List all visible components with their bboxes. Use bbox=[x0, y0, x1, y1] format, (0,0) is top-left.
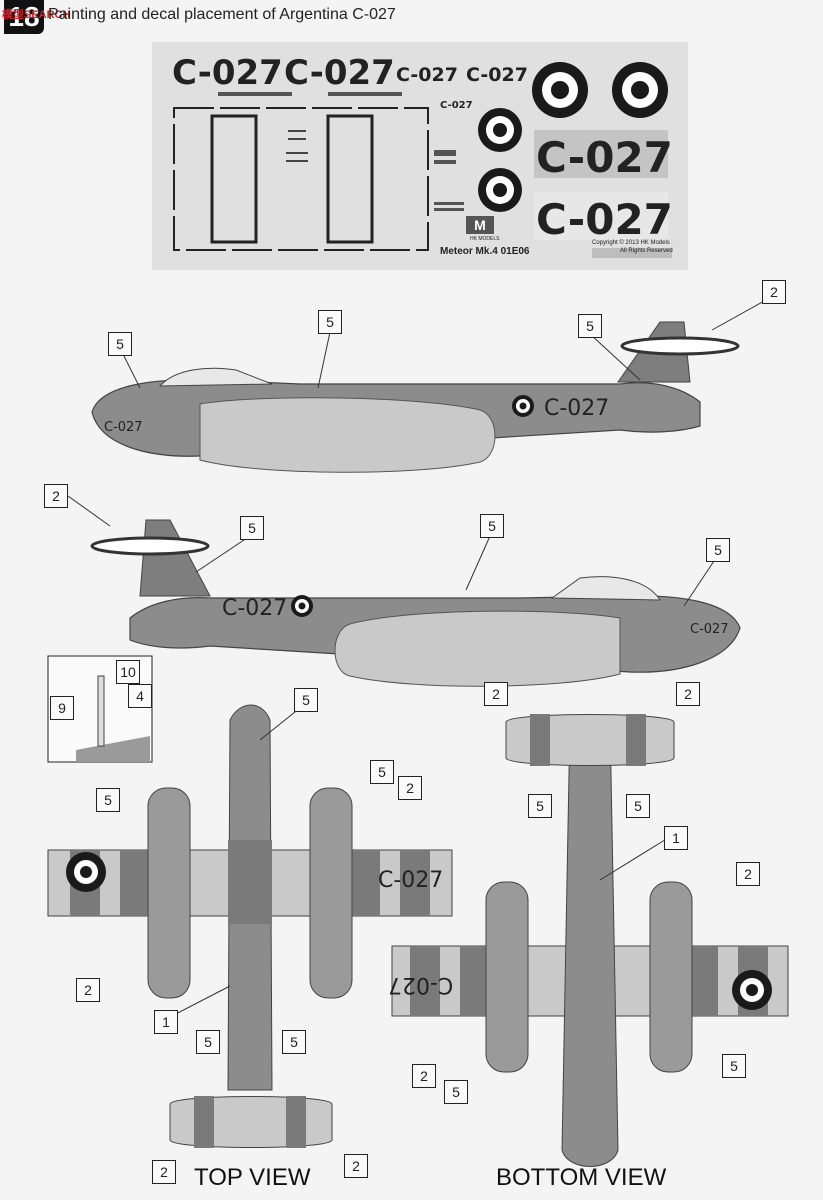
top-wing-serial: C-027 bbox=[378, 868, 444, 893]
callout-2: 2 bbox=[484, 682, 508, 706]
bottom-wing-serial: C-027 bbox=[388, 972, 454, 997]
step-number-badge: 18 bbox=[4, 0, 44, 34]
callout-5: 5 bbox=[318, 310, 342, 334]
bottom-view-label: BOTTOM VIEW bbox=[496, 1164, 667, 1191]
side-right-tail-serial: C-027 bbox=[222, 596, 288, 621]
callout-9: 9 bbox=[50, 696, 74, 720]
callout-5: 5 bbox=[294, 688, 318, 712]
side-left-tail-serial: C-027 bbox=[544, 396, 610, 421]
decal-sheet: C-027 C-027 C-027 C-027 C-027 C-027 C-02… bbox=[152, 42, 688, 270]
watermark-logo: 模型SEARCH bbox=[2, 9, 71, 21]
callout-1: 1 bbox=[154, 1010, 178, 1034]
callout-2: 2 bbox=[398, 776, 422, 800]
decal-sheet-artwork: C-027 C-027 C-027 C-027 C-027 C-027 C-02… bbox=[172, 53, 673, 258]
side-right-nose-serial: C-027 bbox=[690, 622, 729, 637]
callout-2: 2 bbox=[344, 1154, 368, 1178]
callout-2: 2 bbox=[762, 280, 786, 304]
callout-5: 5 bbox=[370, 760, 394, 784]
callout-2: 2 bbox=[76, 978, 100, 1002]
callout-10: 10 bbox=[116, 660, 140, 684]
decal-serial-large-2: C-027 bbox=[536, 195, 673, 244]
callout-2: 2 bbox=[44, 484, 68, 508]
callout-5: 5 bbox=[108, 332, 132, 356]
callout-1: 1 bbox=[664, 826, 688, 850]
product-code: Meteor Mk.4 01E06 bbox=[440, 246, 530, 257]
brand-label: HK MODELS bbox=[470, 236, 500, 242]
decal-serial-tiny: C-027 bbox=[440, 100, 473, 111]
bottom-view bbox=[391, 714, 789, 1167]
callout-2: 2 bbox=[736, 862, 760, 886]
copyright-text: Copyright © 2013 HK Models bbox=[592, 240, 670, 246]
decal-serial-2: C-027 bbox=[284, 53, 395, 93]
top-view-label: TOP VIEW bbox=[194, 1164, 311, 1191]
page-title: Painting and decal placement of Argentin… bbox=[48, 6, 396, 23]
roundel-decals bbox=[478, 62, 668, 212]
decal-serial-small-2: C-027 bbox=[466, 64, 528, 86]
callout-5: 5 bbox=[578, 314, 602, 338]
callout-5: 5 bbox=[706, 538, 730, 562]
side-left-nose-serial: C-027 bbox=[104, 420, 143, 435]
decal-serial-small-1: C-027 bbox=[396, 64, 458, 86]
callout-5: 5 bbox=[444, 1080, 468, 1104]
decal-serial-1: C-027 bbox=[172, 53, 283, 93]
callout-5: 5 bbox=[282, 1030, 306, 1054]
callout-5: 5 bbox=[240, 516, 264, 540]
callout-2: 2 bbox=[412, 1064, 436, 1088]
svg-text:M: M bbox=[474, 217, 486, 233]
callout-5: 5 bbox=[528, 794, 552, 818]
callout-2: 2 bbox=[152, 1160, 176, 1184]
callout-5: 5 bbox=[626, 794, 650, 818]
callout-5: 5 bbox=[96, 788, 120, 812]
callout-2: 2 bbox=[676, 682, 700, 706]
top-view bbox=[47, 704, 453, 1148]
decal-serial-large-1: C-027 bbox=[536, 133, 673, 182]
callout-5: 5 bbox=[480, 514, 504, 538]
callout-5: 5 bbox=[722, 1054, 746, 1078]
side-view-left bbox=[91, 321, 740, 473]
rights-text: All Rights Reserved bbox=[620, 248, 673, 254]
callout-4: 4 bbox=[128, 684, 152, 708]
callout-5: 5 bbox=[196, 1030, 220, 1054]
side-view-right bbox=[90, 519, 741, 687]
